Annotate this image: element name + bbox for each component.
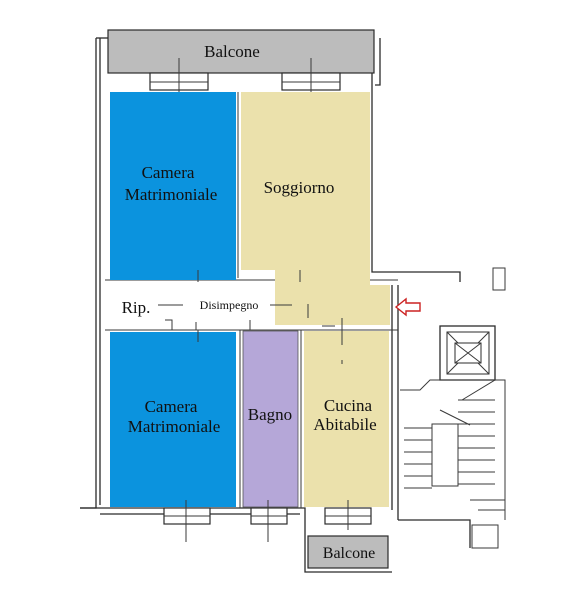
window-top-left — [149, 58, 209, 98]
bedroom-top-label-line2: Matrimoniale — [125, 185, 218, 204]
storage-room-label: Rip. — [122, 298, 151, 317]
bedroom-bottom-label-line2: Matrimoniale — [128, 417, 221, 436]
bedroom-bottom-label-line1: Camera — [145, 397, 198, 416]
stairs-icon — [400, 379, 506, 549]
kitchen-label-line2: Abitabile — [313, 415, 376, 434]
kitchen: Cucina Abitabile — [304, 318, 389, 507]
window-bottom-middle — [250, 500, 288, 542]
window-bottom-right — [324, 500, 372, 530]
living-room-label: Soggiorno — [264, 178, 335, 197]
bedroom-top: Camera Matrimoniale — [110, 92, 236, 282]
hallway-label: Disimpegno — [200, 298, 259, 312]
living-room: Soggiorno — [241, 92, 390, 325]
balcony-top-label: Balcone — [204, 42, 260, 61]
partition-walls — [237, 92, 302, 508]
elevator-icon — [439, 325, 496, 381]
balcony-top: Balcone — [107, 29, 375, 74]
storage-room: Rip. — [110, 286, 160, 326]
window-bottom-left — [163, 500, 211, 542]
entrance-arrow-icon — [394, 297, 421, 317]
balcony-bottom: Balcone — [307, 535, 389, 569]
bathroom: Bagno — [242, 330, 299, 508]
balcony-bottom-label: Balcone — [323, 545, 375, 562]
bedroom-top-label-line1: Camera — [142, 163, 195, 182]
bedroom-bottom: Camera Matrimoniale — [110, 330, 236, 507]
bathroom-label: Bagno — [248, 405, 292, 424]
kitchen-label-line1: Cucina — [324, 396, 373, 415]
window-top-right — [281, 58, 341, 98]
hallway: Disimpegno — [158, 298, 335, 330]
column-stub — [492, 267, 506, 291]
